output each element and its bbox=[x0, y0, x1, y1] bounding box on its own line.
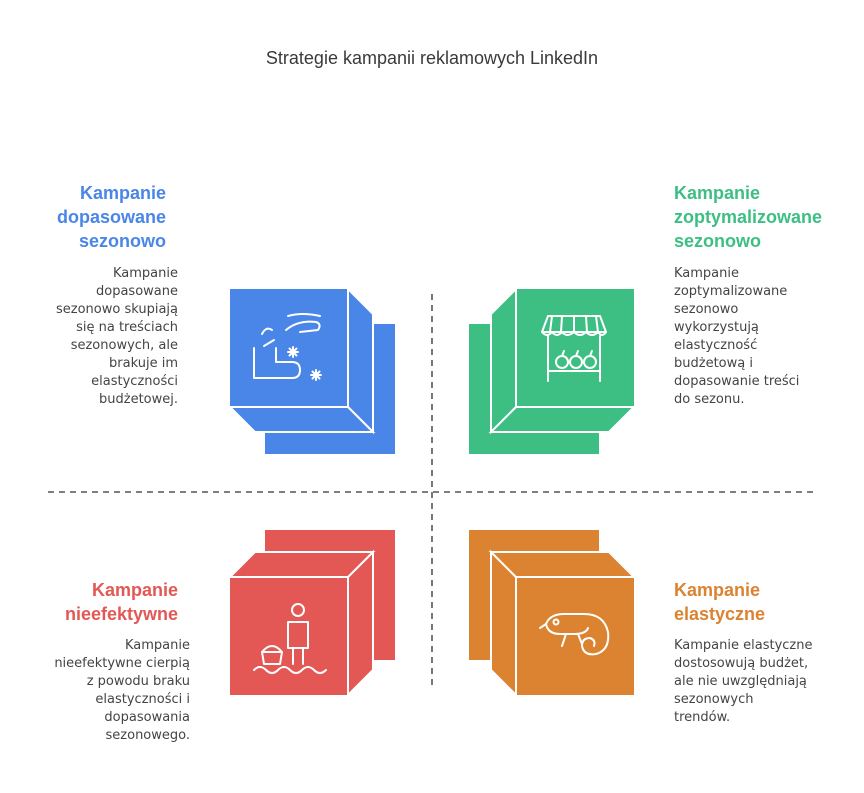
chameleon-icon bbox=[539, 613, 610, 656]
bottom-right-title: Kampanie elastyczne bbox=[674, 580, 766, 624]
green-cube bbox=[469, 286, 637, 454]
top-right-title: Kampanie zoptymalizowane sezonowo bbox=[674, 183, 823, 251]
top-left-description: Kampanie dopasowane sezonowo skupiają si… bbox=[55, 266, 178, 407]
person-in-water-icon bbox=[253, 603, 327, 674]
page-title: Strategie kampanii reklamowych LinkedIn bbox=[265, 48, 599, 68]
top-left-title: Kampanie dopasowane sezonowo bbox=[56, 183, 166, 251]
blue-cube bbox=[227, 286, 395, 454]
bottom-right-description: Kampanie elastyczne dostosowują budżet, … bbox=[674, 638, 813, 725]
hand-sparkle-icon bbox=[253, 313, 322, 381]
red-cube bbox=[227, 530, 395, 698]
orange-cube bbox=[469, 530, 637, 698]
bottom-left-title: Kampanie nieefektywne bbox=[64, 580, 178, 624]
bottom-left-description: Kampanie nieefektywne cierpią z powodu b… bbox=[54, 638, 190, 743]
market-stall-icon bbox=[541, 315, 607, 382]
top-right-description: Kampanie zoptymalizowane sezonowo wykorz… bbox=[674, 266, 800, 407]
